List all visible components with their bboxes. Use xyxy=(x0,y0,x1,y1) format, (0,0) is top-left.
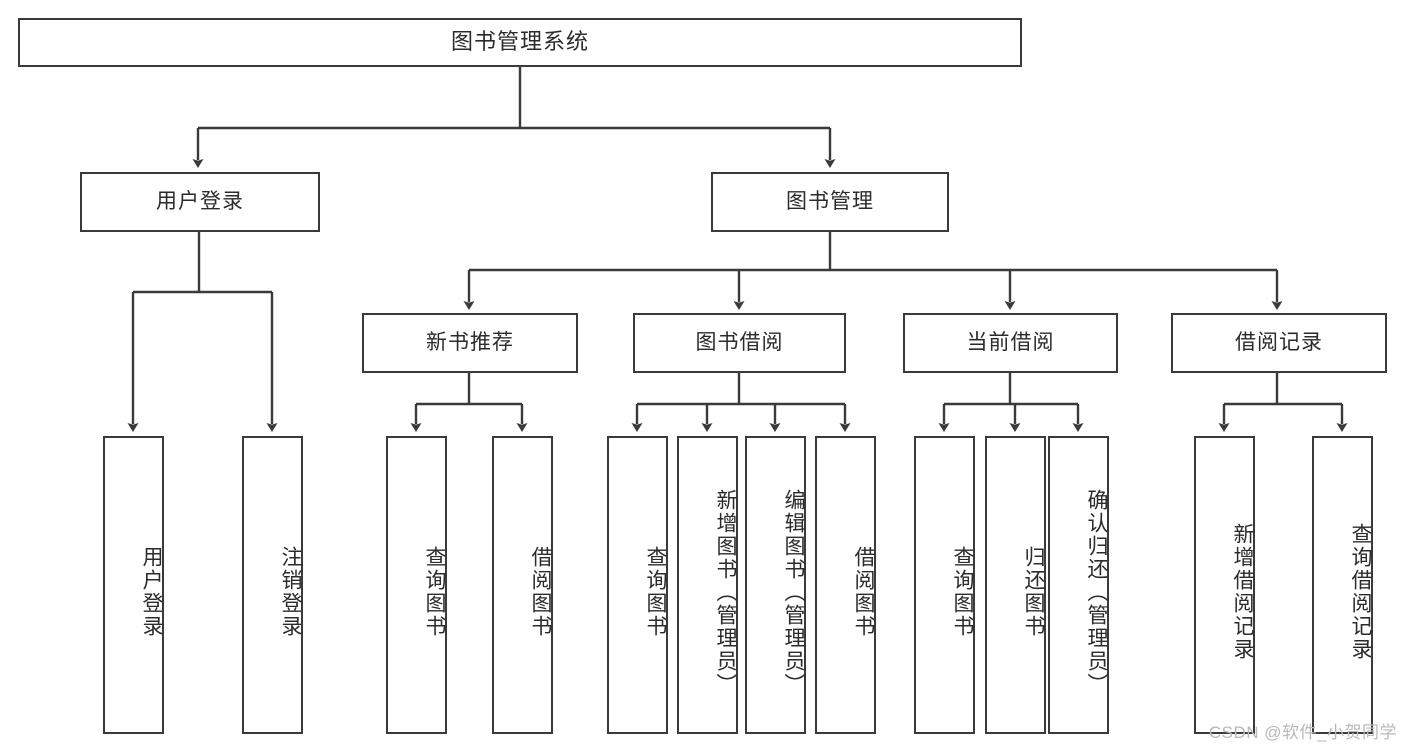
leaf-label: 注销登录 xyxy=(279,546,302,638)
leaf-label: 用户登录 xyxy=(140,546,163,638)
leaf-borrow-query-book[interactable]: 查询图书 xyxy=(607,436,668,734)
leaf-current-query-book[interactable]: 查询图书 xyxy=(914,436,975,734)
node-current-borrow[interactable]: 当前借阅 xyxy=(903,313,1118,373)
leaf-record-query-record[interactable]: 查询借阅记录 xyxy=(1312,436,1373,734)
leaf-label: 查询图书 xyxy=(644,546,667,638)
leaf-user-login-logout[interactable]: 注销登录 xyxy=(242,436,303,734)
leaf-label: 编辑图书（管理员） xyxy=(782,488,805,696)
leaf-label: 归还图书 xyxy=(1022,546,1045,638)
node-user-login[interactable]: 用户登录 xyxy=(80,172,320,232)
leaf-new-book-query[interactable]: 查询图书 xyxy=(386,436,447,734)
leaf-label: 新增图书（管理员） xyxy=(714,488,737,696)
node-borrow-record[interactable]: 借阅记录 xyxy=(1171,313,1387,373)
leaf-label: 借阅图书 xyxy=(529,546,552,638)
csdn-watermark: CSDN @软件_小贺同学 xyxy=(1208,723,1397,742)
leaf-borrow-borrow-book[interactable]: 借阅图书 xyxy=(815,436,876,734)
node-new-book-recommend[interactable]: 新书推荐 xyxy=(362,313,578,373)
leaf-new-book-borrow[interactable]: 借阅图书 xyxy=(492,436,553,734)
leaf-label: 借阅图书 xyxy=(852,546,875,638)
leaf-label: 查询借阅记录 xyxy=(1349,523,1372,661)
leaf-label: 确认归还（管理员） xyxy=(1085,488,1108,696)
leaf-borrow-add-book-admin[interactable]: 新增图书（管理员） xyxy=(677,436,738,734)
leaf-current-confirm-return-admin[interactable]: 确认归还（管理员） xyxy=(1048,436,1109,734)
leaf-user-login-login[interactable]: 用户登录 xyxy=(103,436,164,734)
node-book-management[interactable]: 图书管理 xyxy=(711,172,949,232)
node-book-borrow[interactable]: 图书借阅 xyxy=(633,313,846,373)
node-root-system[interactable]: 图书管理系统 xyxy=(18,18,1022,67)
leaf-label: 查询图书 xyxy=(423,546,446,638)
leaf-current-return-book[interactable]: 归还图书 xyxy=(985,436,1046,734)
leaf-label: 新增借阅记录 xyxy=(1231,523,1254,661)
leaf-label: 查询图书 xyxy=(951,546,974,638)
leaf-borrow-edit-book-admin[interactable]: 编辑图书（管理员） xyxy=(745,436,806,734)
leaf-record-add-record[interactable]: 新增借阅记录 xyxy=(1194,436,1255,734)
